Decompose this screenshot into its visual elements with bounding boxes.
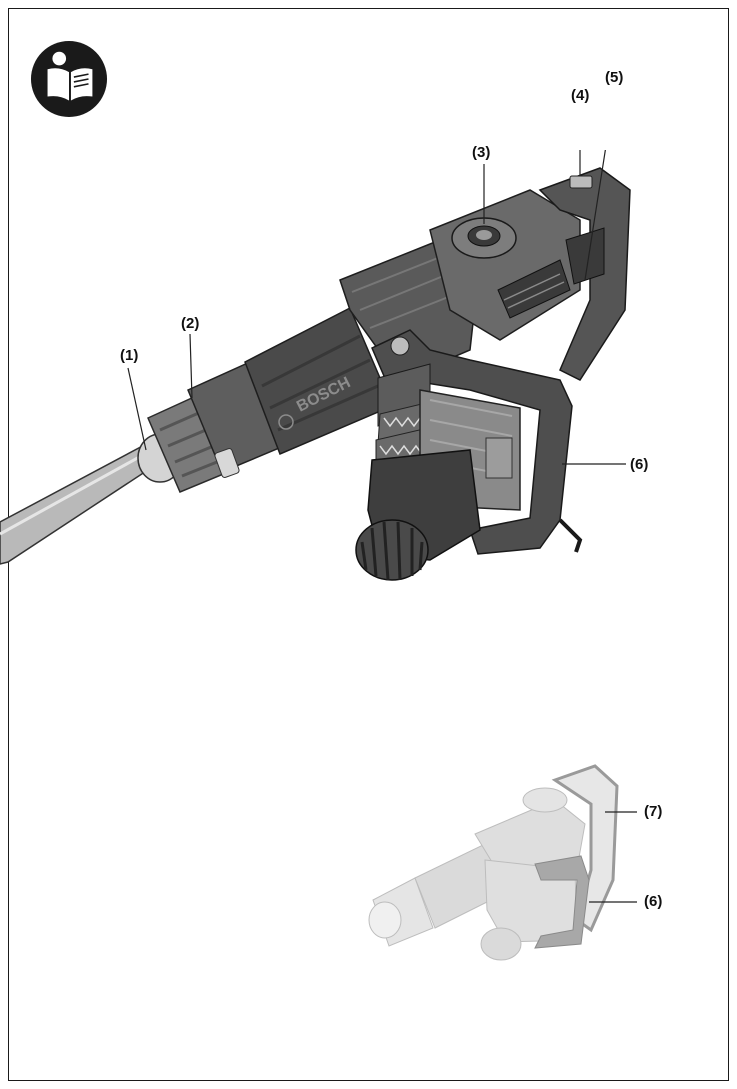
chisel-bit (0, 440, 161, 565)
adjustment-knob (355, 519, 429, 581)
callout-5: (5) (605, 69, 624, 86)
service-indicator (569, 175, 593, 189)
demolition-hammer-illustration: BOSCH (0, 150, 631, 581)
callout-leaders (127, 150, 626, 465)
callout-6: (6) (630, 456, 649, 473)
highlighted-aux-handle (534, 855, 590, 949)
callout-2: (2) (181, 315, 200, 332)
main-handle (538, 167, 631, 381)
auxiliary-handle (371, 329, 573, 555)
callout-7: (7) (644, 803, 663, 820)
callout-4: (4) (571, 87, 590, 104)
callout-6-secondary: (6) (644, 893, 663, 910)
callout-1: (1) (120, 347, 139, 364)
read-manual-icon (30, 40, 108, 118)
secondary-hammer-illustration (368, 764, 637, 961)
callout-3: (3) (472, 144, 491, 161)
highlighted-handle (551, 764, 619, 933)
